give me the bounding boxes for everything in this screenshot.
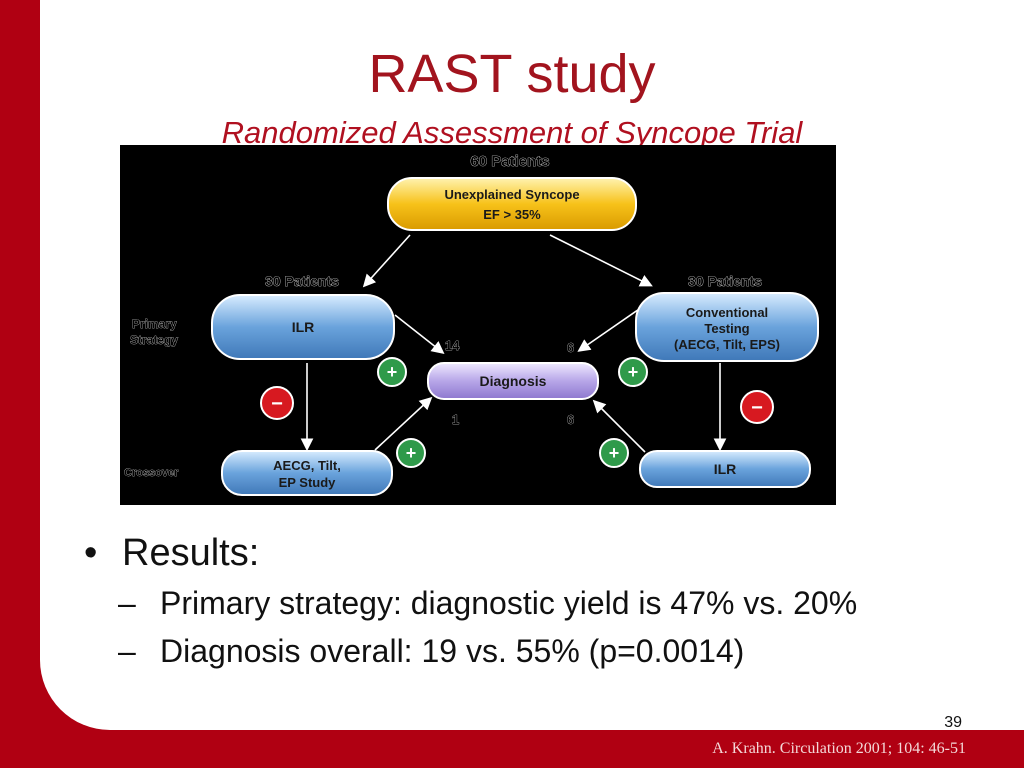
results-item-text: Primary strategy: diagnostic yield is 47… — [160, 585, 858, 621]
slide-subtitle: Randomized Assessment of Syncope Trial — [221, 115, 803, 150]
crossover-right-box: ILR — [639, 450, 811, 488]
arrow-ilr-to-diagnosis — [394, 314, 445, 354]
plus-sign: + — [628, 362, 639, 382]
arrow-entry-to-conventional — [549, 234, 653, 287]
page-number: 39 — [944, 714, 962, 731]
row-label-crossover: Crossover — [124, 467, 179, 479]
plus-badge-ilr: + — [377, 357, 407, 387]
conventional-line-3: (AECG, Tilt, EPS) — [674, 337, 780, 352]
arrow-conventional-to-diagnosis — [577, 304, 646, 352]
citation: A. Krahn. Circulation 2001; 104: 46-51 — [712, 740, 966, 757]
right-patient-count: 30 Patients — [688, 273, 762, 289]
study-flow-diagram: 60 Patients Unexplained Syncope EF > 35%… — [120, 145, 836, 505]
entry-box: Unexplained Syncope EF > 35% — [387, 177, 637, 231]
minus-badge-ilr: − — [260, 386, 294, 420]
plus-sign: + — [387, 362, 398, 382]
conventional-line-2: Testing — [704, 321, 749, 336]
bullet-dash: – — [118, 633, 136, 669]
arrow-crossover-right-to-diagnosis — [592, 399, 646, 453]
left-patient-count: 30 Patients — [265, 273, 339, 289]
count-crossover-right-to-diagnosis: 6 — [567, 412, 574, 427]
results-heading: Results: — [122, 532, 260, 574]
entry-box-line-1: Unexplained Syncope — [444, 187, 579, 202]
plus-badge-conventional: + — [618, 357, 648, 387]
slide-frame-bottom — [0, 730, 1024, 768]
crossover-right-label: ILR — [714, 461, 737, 477]
bullet-dot: • — [84, 532, 98, 574]
row-label-primary-1: Primary — [132, 317, 177, 331]
crossover-left-line-2: EP Study — [279, 475, 337, 490]
diagnosis-label: Diagnosis — [480, 373, 547, 389]
results-heading-row: • Results: — [84, 530, 964, 576]
count-crossover-left-to-diagnosis: 1 — [452, 412, 459, 427]
row-label-primary-2: Strategy — [130, 333, 178, 347]
flow-diagram-svg: 60 Patients Unexplained Syncope EF > 35%… — [124, 153, 819, 496]
results-list: • Results: – Primary strategy: diagnosti… — [84, 530, 964, 672]
count-ilr-to-diagnosis: 14 — [445, 338, 460, 353]
plus-badge-crossover-right: + — [599, 438, 629, 468]
conventional-line-1: Conventional — [686, 305, 768, 320]
crossover-left-line-1: AECG, Tilt, — [273, 458, 341, 473]
slide-frame-left — [0, 0, 40, 768]
results-item-text: Diagnosis overall: 19 vs. 55% (p=0.0014) — [160, 633, 745, 669]
plus-sign: + — [609, 443, 620, 463]
plus-badge-crossover-left: + — [396, 438, 426, 468]
slide-title: RAST study — [368, 44, 656, 104]
diagnosis-box: Diagnosis — [427, 362, 599, 400]
ilr-primary-label: ILR — [292, 319, 315, 335]
arrow-entry-to-ilr — [362, 234, 411, 288]
entry-box-line-2: EF > 35% — [483, 207, 541, 222]
conventional-testing-box: Conventional Testing (AECG, Tilt, EPS) — [635, 292, 819, 362]
top-patient-count: 60 Patients — [470, 153, 549, 170]
flow-arrows — [300, 234, 727, 453]
bullet-dash: – — [118, 585, 136, 621]
plus-sign: + — [406, 443, 417, 463]
count-conventional-to-diagnosis: 6 — [567, 340, 574, 355]
results-item: – Primary strategy: diagnostic yield is … — [118, 582, 964, 624]
minus-sign: − — [751, 397, 763, 419]
crossover-left-box: AECG, Tilt, EP Study — [221, 450, 393, 496]
ilr-primary-box: ILR — [211, 294, 395, 360]
minus-sign: − — [271, 393, 283, 415]
arrow-crossover-left-to-diagnosis — [374, 396, 433, 451]
results-item: – Diagnosis overall: 19 vs. 55% (p=0.001… — [118, 630, 964, 672]
minus-badge-conventional: − — [740, 390, 774, 424]
